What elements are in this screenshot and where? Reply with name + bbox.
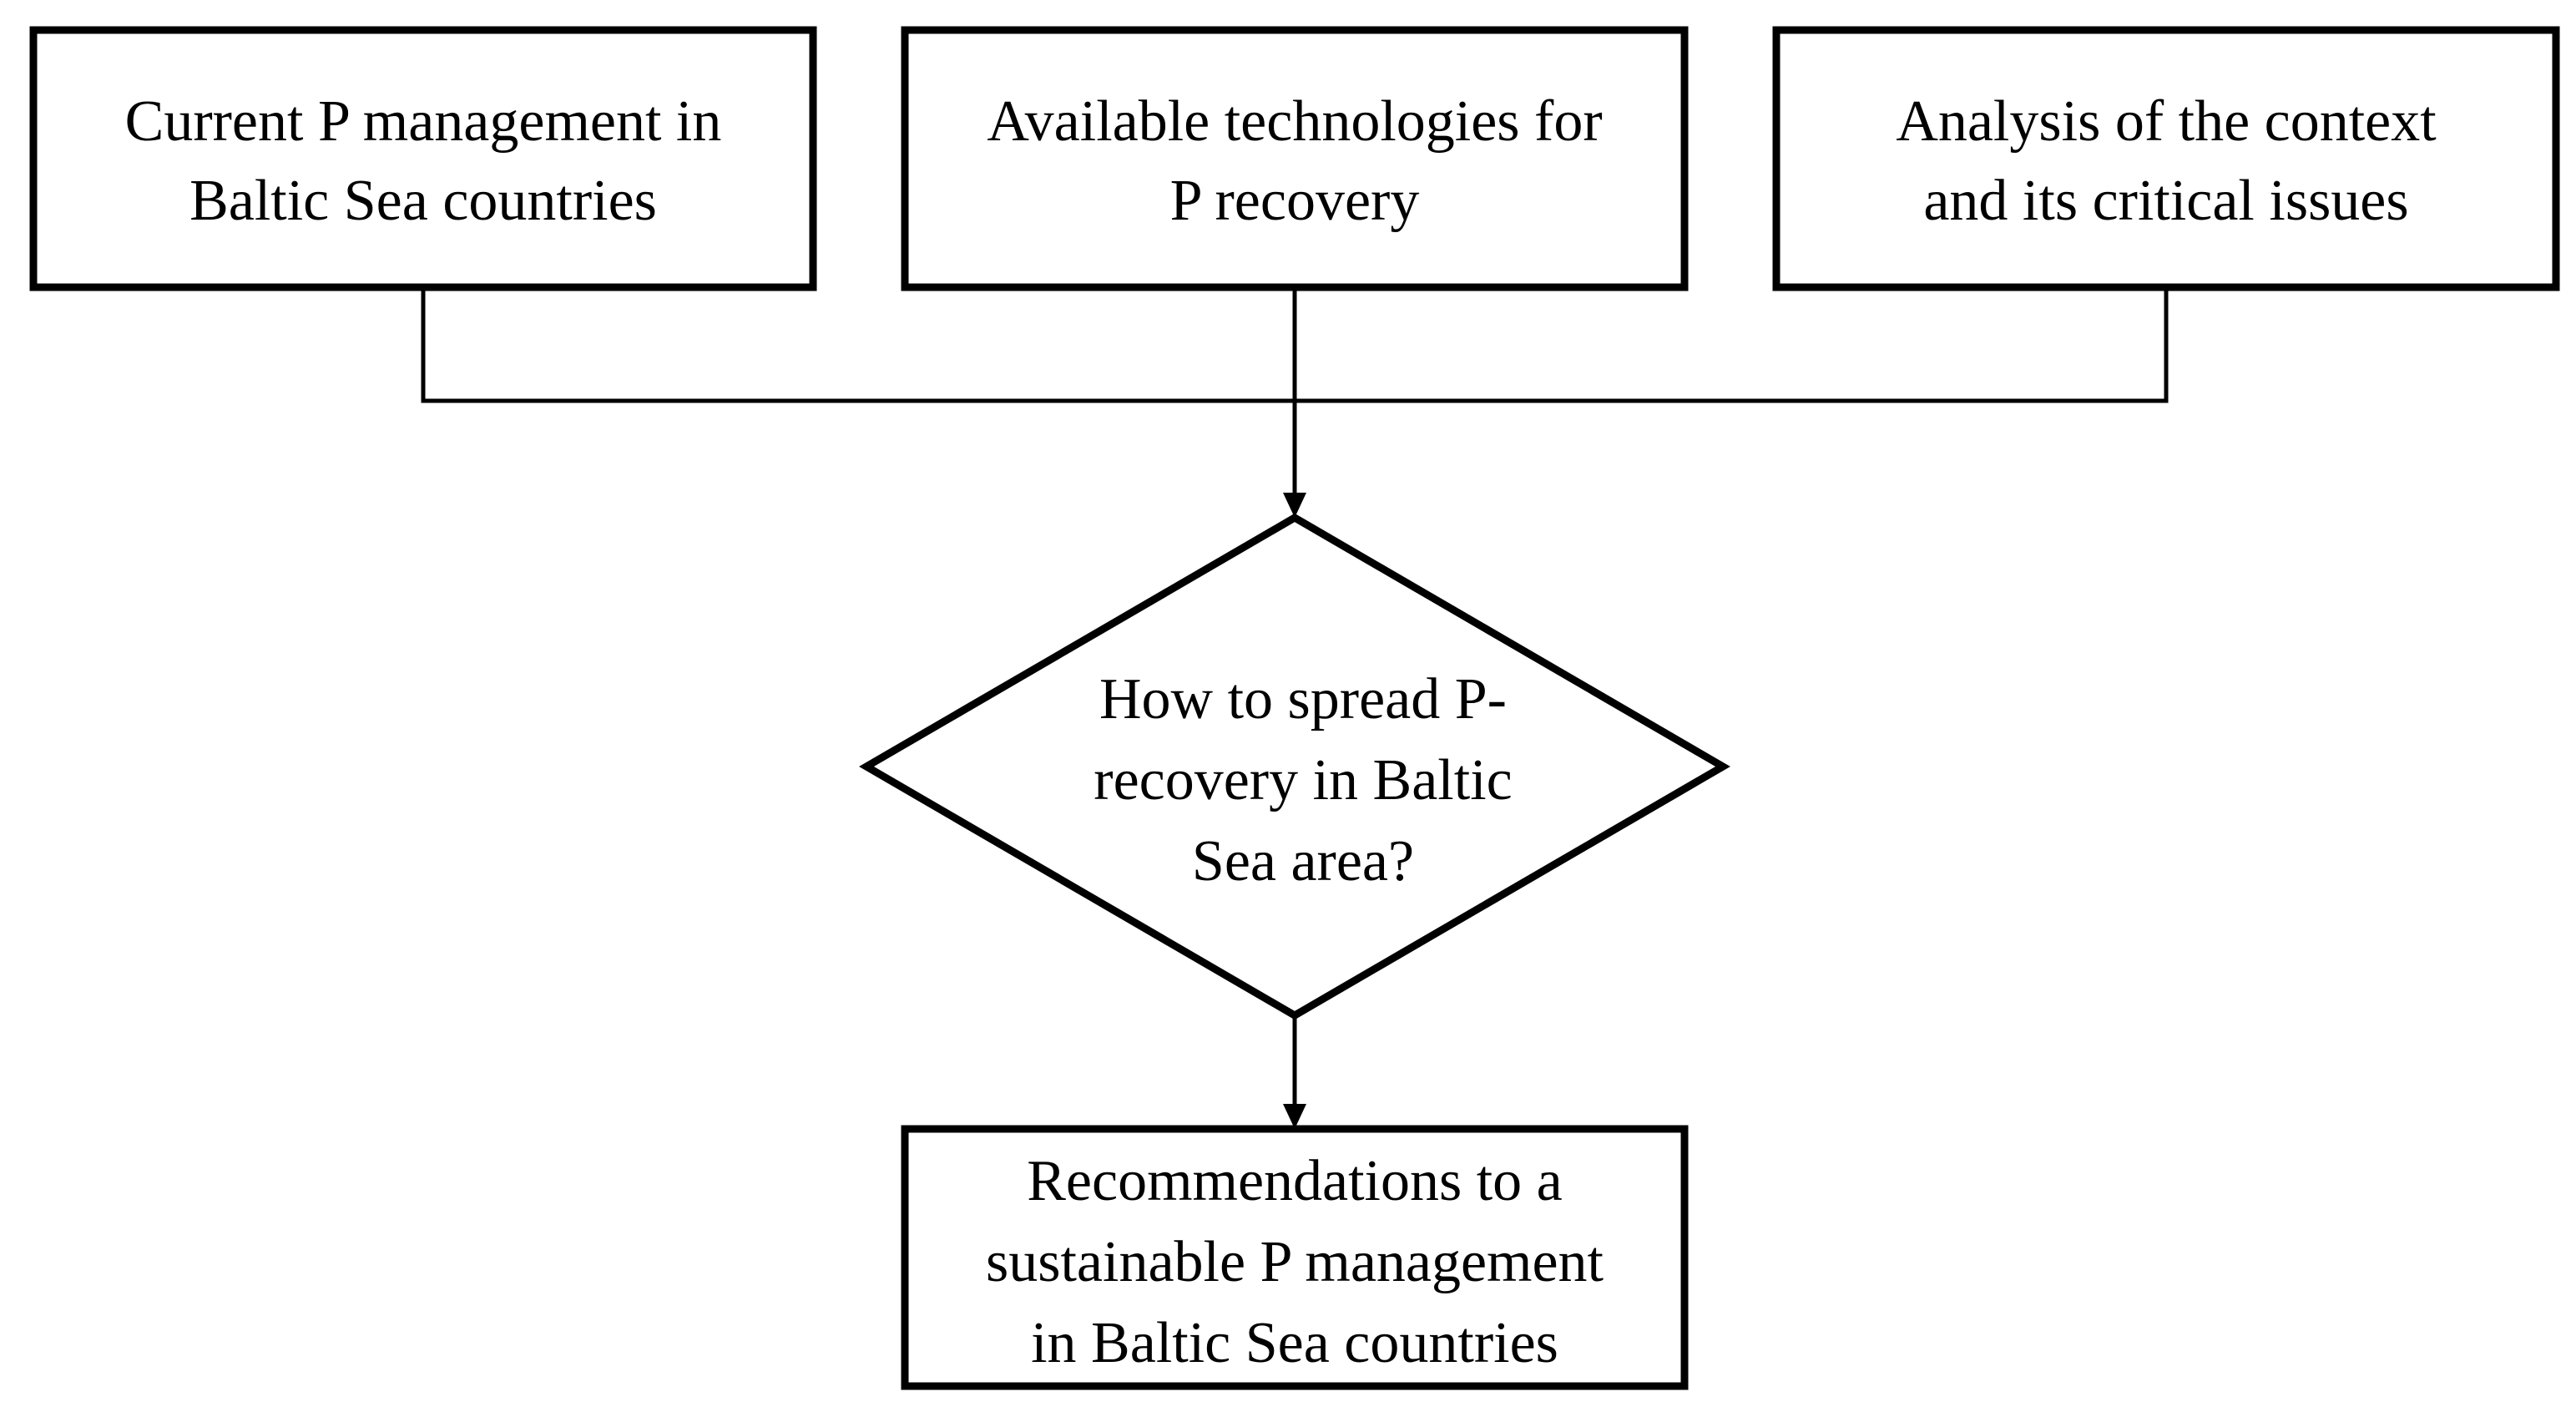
input-box-2-line-2: P recovery xyxy=(1170,169,1420,233)
output-line-2: sustainable P management xyxy=(986,1230,1604,1294)
input-box-context-analysis: Analysis of the context and its critical… xyxy=(1772,26,2560,291)
input-box-current-p-management: Current P management in Baltic Sea count… xyxy=(29,26,817,291)
input-box-2-line-1: Available technologies for xyxy=(987,89,1602,154)
input-box-1-line-2: Baltic Sea countries xyxy=(189,169,657,233)
input-box-3-line-2: and its critical issues xyxy=(1923,169,2408,233)
input-box-3-line-1: Analysis of the context xyxy=(1896,89,2437,154)
question-diamond: How to spread P- recovery in Baltic Sea … xyxy=(859,513,1730,1020)
output-line-3: in Baltic Sea countries xyxy=(1031,1311,1558,1375)
output-line-1: Recommendations to a xyxy=(1027,1149,1563,1213)
input-box-1-line-1: Current P management in xyxy=(125,89,722,154)
input-box-available-technologies: Available technologies for P recovery xyxy=(901,26,1689,291)
question-line-2: recovery in Baltic xyxy=(1094,748,1512,812)
output-box-recommendations: Recommendations to a sustainable P manag… xyxy=(901,1125,1689,1390)
merge-connector xyxy=(421,287,2169,493)
arrowhead-to-question xyxy=(1283,493,1306,518)
question-line-3: Sea area? xyxy=(1192,829,1414,893)
question-line-1: How to spread P- xyxy=(1099,667,1507,731)
arrowhead-to-output xyxy=(1283,1104,1306,1129)
